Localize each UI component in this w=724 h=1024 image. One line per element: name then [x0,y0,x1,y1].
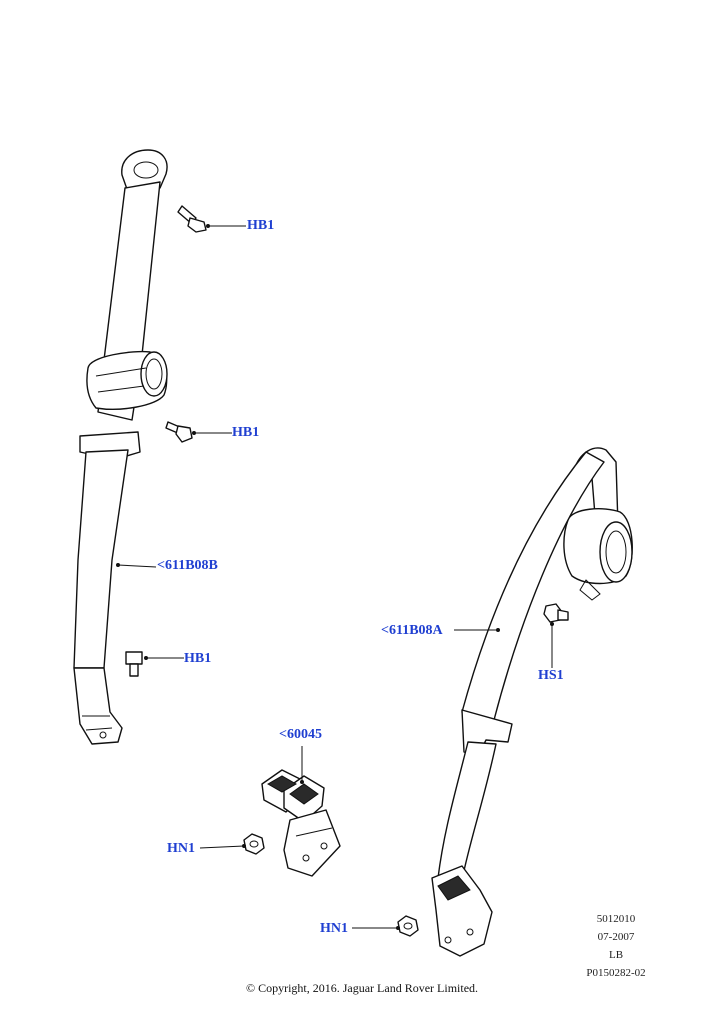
callout-hb1-mid[interactable]: HB1 [232,425,260,440]
nut-hn1-left-icon [243,833,265,855]
illustration-meta: 5012010 07-2007 LB P0150282-02 [576,910,656,982]
right-seat-belt-assembly [431,447,633,957]
meta-date: 07-2007 [597,931,635,943]
callout-belt-left[interactable]: <611B08B [157,558,218,573]
callout-buckle[interactable]: <60045 [279,727,322,742]
leader-lines [116,224,554,930]
buckle-assembly [261,769,341,877]
bolt-hs1-icon [543,603,569,623]
bolt-hb1-mid-icon [165,421,193,443]
callout-hn1-left[interactable]: HN1 [167,841,195,856]
bolt-hb1-low-icon [125,651,143,677]
meta-code: 5012010 [596,913,636,925]
meta-ref: P0150282-02 [586,967,646,979]
left-seat-belt-assembly [73,149,168,745]
copyright-notice: © Copyright, 2016. Jaguar Land Rover Lim… [245,981,479,995]
callout-belt-right[interactable]: <611B08A [381,623,443,638]
bolt-hb1-top-icon [177,205,207,233]
callout-hs1[interactable]: HS1 [538,668,564,683]
callout-hb1-top[interactable]: HB1 [247,218,275,233]
meta-lb: LB [608,949,624,961]
callout-hb1-low[interactable]: HB1 [184,651,212,666]
nut-hn1-right-icon [397,915,419,937]
callout-hn1-right[interactable]: HN1 [320,921,348,936]
